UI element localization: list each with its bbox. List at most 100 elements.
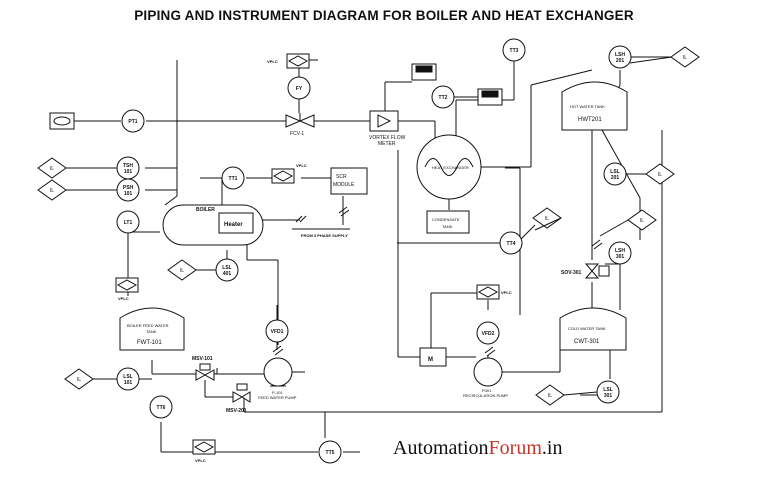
msv-101: MSV-101 [192,356,215,381]
vplc-label: VPLC [118,296,129,301]
vortex-label-2: METER [378,141,396,147]
il-diamond: IL [627,209,657,231]
cold-tank-label: COLD WATER TANK [568,326,606,331]
instrument-psh-tag-num: 101 [124,191,133,197]
heater-element [218,212,254,234]
svg-text:CONDENSATE: CONDENSATE [432,217,460,222]
vplc-label: VPLC [195,458,206,463]
il-label: IL [640,218,644,224]
fcv-label: FCV-1 [290,131,304,137]
instrument-lt1-tag: LT1 [124,220,133,226]
instrument-lsl401-tag-num: 401 [223,271,232,277]
il-diamond: IL [167,259,197,281]
sov-valve: SOV-301 [561,263,610,279]
msv101-label: MSV-101 [192,356,213,362]
svg-text:TANK: TANK [146,329,157,334]
instrument-vfd1-tag: VFD1 [271,329,284,335]
recirculation-pump: P301 RECIRCULATION PUMP [463,357,508,398]
scr-label-line2: MODULE [333,182,355,188]
il-label: IL [77,377,81,383]
vplc-label: VPLC [501,290,512,295]
il-diamond: IL [645,163,675,185]
instrument-lsh201-tag: LSH [615,52,625,58]
cwt-label: CWT-301 [574,339,600,345]
instrument-tt6: TT6 [149,395,173,419]
scr-module: SCR MODULE [330,167,368,195]
sov-label: SOV-301 [561,270,582,276]
instrument-tt5: TT5 [318,440,342,464]
instrument-lsl201-tag-num: 201 [611,175,620,181]
fwt-label: FWT-101 [137,340,162,346]
cold-water-tank: COLD WATER TANK CWT-301 [559,307,627,351]
il-diamond: IL [37,157,67,179]
vplc-label: VPLC [296,163,307,168]
instrument-lsh301-tag-num: 301 [616,254,625,260]
motor-label: M [428,357,433,363]
indicator-boxes [49,63,503,130]
il-diamond: IL [670,46,700,68]
svg-text:P301: P301 [482,388,492,393]
motor: M [419,347,447,367]
instrument-tt1: TT1 [221,166,245,190]
instrument-tt2: TT2 [431,85,455,109]
msv201-label: MSV-201 [226,408,247,414]
heat-exchanger: HEAT EXCHANGER [416,134,482,200]
vplc-box: VPLC [115,277,139,301]
brand-part3: .in [541,437,563,459]
instrument-tt6-tag: TT6 [157,405,166,411]
hot-tank-label: HOT WATER TANK [570,104,605,109]
instrument-pt1-tag: PT1 [128,119,137,125]
il-diamond: IL [532,207,562,229]
vplc-box: VPLC [267,53,310,69]
il-label: IL [658,172,662,178]
il-label: IL [180,268,184,274]
signal-hatches [272,206,603,357]
instrument-tt5-tag: TT5 [326,450,335,456]
heater-label: Heater [224,222,243,228]
feed-water-pump: P-101 FEED WATER PUMP [258,357,297,400]
instrument-tt2-tag: TT2 [439,95,448,101]
instrument-lsl101-tag: LSL [123,374,132,380]
instrument-psh-tag: PSH [123,185,134,191]
vplc-label: VPLC [267,59,278,64]
instrument-fy: FY [287,76,311,100]
instrument-tt3: TT3 [502,38,526,62]
instrument-tt3-tag: TT3 [510,48,519,54]
fcv-valve: FCV-1 [285,113,315,137]
vplc-box: VPLC [271,163,307,184]
il-diamond: IL [37,179,67,201]
il-label: IL [683,55,687,61]
boiler-feed-water-tank: BOILER FEED WATER TANK FWT-101 [119,307,185,351]
instrument-vfd2-tag: VFD2 [482,331,495,337]
vplc-box: VPLC [476,284,512,300]
vplc-boxes: VPLC VPLC VPLC VPLC VPLC [115,53,512,463]
diagram-title: PIPING AND INSTRUMENT DIAGRAM FOR BOILER… [134,8,634,23]
instrument-lsl201-tag: LSL [610,169,619,175]
supply-label: FROM 3 PHASE SUPPLY [301,233,348,238]
instrument-tt4: TT4 [499,231,523,255]
vortex-label-1: VORTEX FLOW [369,135,406,141]
hot-water-tank: HOT WATER TANK HWT201 [561,81,628,131]
svg-text:TANK: TANK [442,224,453,229]
instrument-lsl301-tag-num: 301 [604,393,613,399]
il-label: IL [545,216,549,222]
instrument-tsh-tag-num: 101 [124,169,133,175]
instrument-tt1-tag: TT1 [229,176,238,182]
instrument-lsh201-tag-num: 201 [616,58,625,64]
instrument-vfd2: VFD2 [476,321,500,345]
svg-text:BOILER FEED WATER: BOILER FEED WATER [127,323,169,328]
instrument-lsh301-tag: LSH [615,248,625,254]
vortex-flow-meter: VORTEX FLOW METER [369,110,406,147]
instrument-tsh-tag: TSH [123,163,133,169]
instrument-lsl401-tag: LSL [222,265,231,271]
il-label: IL [50,166,54,172]
scr-label: SCR [336,174,347,180]
